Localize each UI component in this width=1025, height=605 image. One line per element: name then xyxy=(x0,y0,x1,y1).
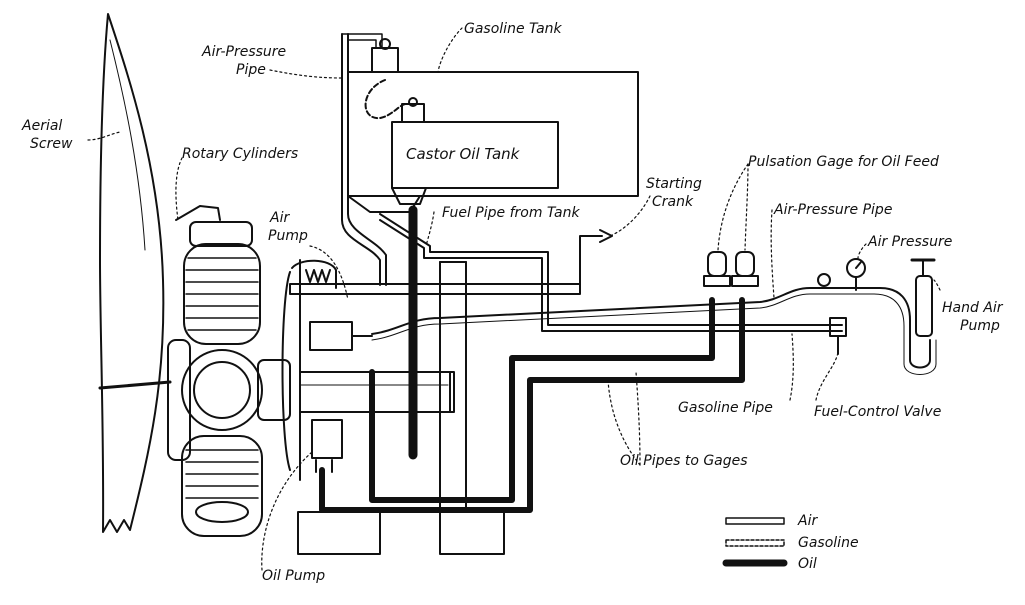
castor-oil-tank xyxy=(364,79,559,205)
label-aerial-screw-1: Aerial xyxy=(22,118,63,134)
label-hand-air-pump-2: Pump xyxy=(960,318,1000,334)
label-air-pressure-pipe-right: Air-Pressure Pipe xyxy=(774,202,893,218)
legend-swatches xyxy=(722,517,788,567)
oil-pump xyxy=(311,419,343,473)
aerial-screw xyxy=(98,13,172,533)
hand-air-pump xyxy=(910,258,936,337)
label-air-pressure: Air Pressure xyxy=(868,234,953,250)
label-starting-crank-1: Starting xyxy=(646,176,702,192)
oil-pipes-to-gages xyxy=(319,297,745,513)
gasoline-pipe-from-tank xyxy=(379,213,843,332)
legend-air-label: Air xyxy=(798,513,818,529)
label-air-pressure-pipe-top-1: Air-Pressure xyxy=(202,44,287,60)
air-pressure-gage xyxy=(817,258,866,291)
label-fuel-control-valve: Fuel-Control Valve xyxy=(814,404,942,420)
label-pulsation-gage: Pulsation Gage for Oil Feed xyxy=(748,154,939,170)
label-rotary-cylinders: Rotary Cylinders xyxy=(182,146,299,162)
air-pump xyxy=(291,259,373,351)
label-oil-pipes-to-gages: Oil Pipes to Gages xyxy=(620,453,748,469)
rotary-cylinders xyxy=(175,205,291,537)
label-starting-crank-2: Crank xyxy=(652,194,694,210)
pulsation-gages xyxy=(703,251,759,287)
label-air-pressure-pipe-top-2: Pipe xyxy=(236,62,266,78)
label-hand-air-pump-1: Hand Air xyxy=(942,300,1003,316)
fuel-control-valve xyxy=(829,317,847,355)
label-air-pump-1: Air xyxy=(270,210,290,226)
label-castor-oil-tank: Castor Oil Tank xyxy=(406,145,520,163)
label-air-pump-2: Pump xyxy=(268,228,308,244)
leader-lines xyxy=(87,27,941,571)
label-fuel-pipe-from-tank: Fuel Pipe from Tank xyxy=(442,205,580,221)
label-aerial-screw-2: Screw xyxy=(30,136,73,152)
legend-gasoline-label: Gasoline xyxy=(798,535,859,551)
label-oil-pump: Oil Pump xyxy=(262,568,326,584)
starting-crank xyxy=(289,229,613,295)
legend-oil-label: Oil xyxy=(798,556,817,572)
label-gasoline-tank: Gasoline Tank xyxy=(464,21,562,37)
engine-mounts xyxy=(297,261,505,555)
propeller-hub xyxy=(167,339,191,461)
air-pressure-pipe-vertical xyxy=(341,33,387,286)
label-gasoline-pipe: Gasoline Pipe xyxy=(678,400,773,416)
air-pressure-pipe-right xyxy=(371,287,937,375)
